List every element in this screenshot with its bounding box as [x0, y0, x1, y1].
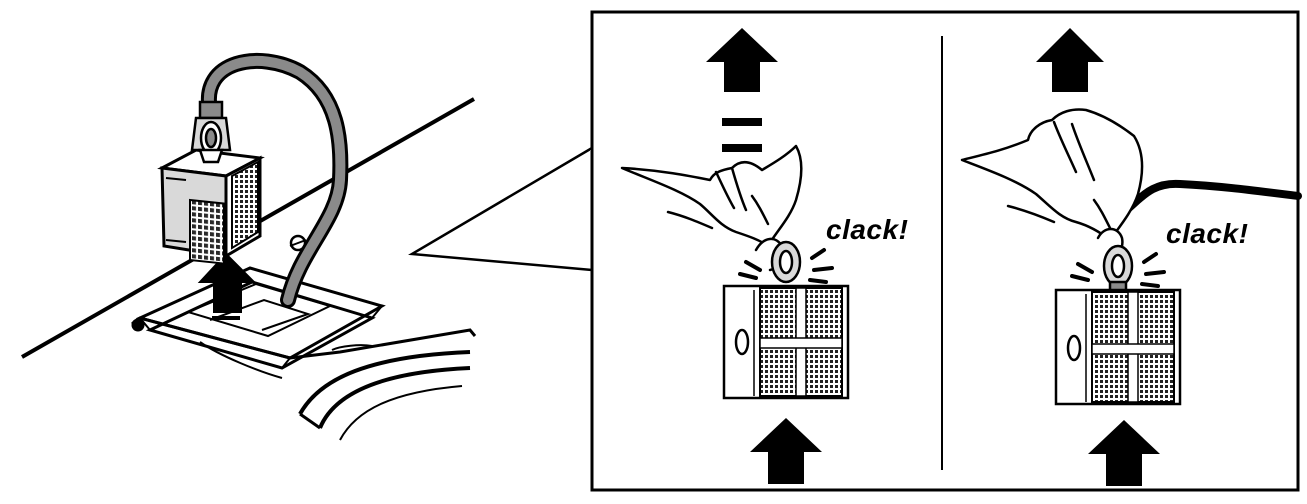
clack-sound-lines-icon — [738, 248, 834, 284]
filter-housing — [131, 234, 477, 441]
pull-up-arrow-icon — [1036, 28, 1104, 92]
filter-left — [722, 284, 850, 400]
clack-label-left: clack! — [826, 214, 909, 245]
panel-plugged — [960, 28, 1302, 486]
lift-arrow-icon — [197, 252, 257, 313]
plug-right — [1102, 244, 1134, 294]
hose-connector — [190, 100, 232, 164]
filter-right — [1054, 288, 1182, 406]
filter-box-overview — [157, 148, 265, 265]
push-up-arrow-icon — [750, 418, 822, 484]
clack-label-right: clack! — [1166, 218, 1249, 249]
panel-unplug — [620, 28, 850, 484]
plug-left — [770, 240, 802, 284]
push-up-arrow-icon — [1088, 420, 1160, 486]
pull-up-arrow-icon — [706, 28, 778, 92]
detail-frame — [590, 10, 1300, 492]
motion-dash — [722, 118, 762, 126]
power-cable — [1120, 179, 1302, 216]
motion-dash — [722, 144, 762, 152]
overview-illustration — [21, 53, 593, 441]
clack-sound-lines-icon — [1070, 252, 1166, 288]
callout-wedge — [408, 146, 593, 272]
